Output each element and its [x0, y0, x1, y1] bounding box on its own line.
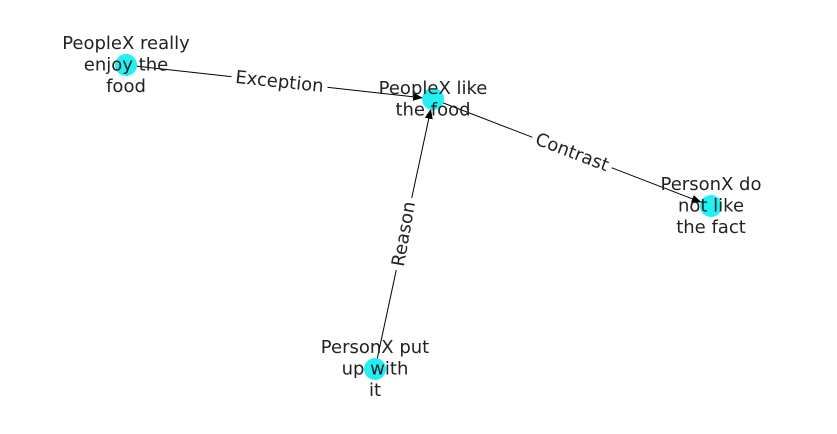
edge-contrast-label-group: Contrast [528, 126, 616, 179]
node-n1-circle [115, 54, 137, 76]
node-label-line: enjoy the [84, 55, 168, 76]
edge-label-contrast: Contrast [532, 129, 611, 176]
node-n2-circle [422, 88, 444, 110]
edge-label-background [230, 65, 329, 99]
node-label-line: not like [678, 196, 744, 217]
edge-reason-label-group: Reason [386, 195, 422, 273]
nodes-layer [115, 54, 722, 380]
edge-label-exception: Exception [234, 67, 324, 97]
node-label-line: food [106, 76, 146, 97]
node-label-line: PersonX put [321, 337, 429, 358]
edge-exception-label-group: Exception [230, 65, 329, 99]
node-label-line: PersonX do [661, 174, 762, 195]
node-label-line: the food [395, 99, 470, 120]
node-n4-circle [364, 358, 386, 380]
node-label-line: it [369, 380, 381, 401]
node-label-line: up with [342, 359, 409, 380]
edge-label-background [386, 195, 422, 273]
node-label-line: PeopleX like [379, 78, 488, 99]
node-label-line: PeopleX really [62, 33, 190, 54]
edge-label-background [528, 126, 616, 179]
node-n3-circle [700, 195, 722, 217]
node-label-line: the fact [676, 217, 746, 238]
